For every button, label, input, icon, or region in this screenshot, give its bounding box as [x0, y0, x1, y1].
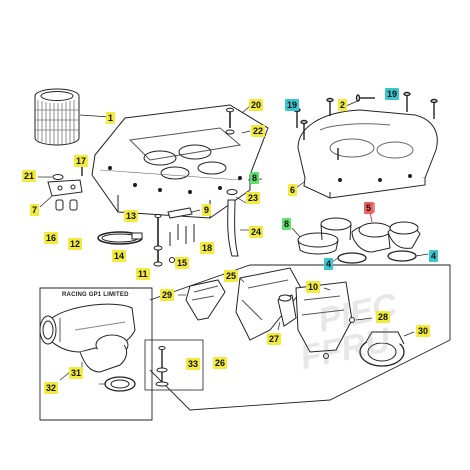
callout-1: 1	[106, 112, 116, 124]
callout-14: 14	[112, 250, 127, 262]
callout-30: 30	[416, 325, 431, 337]
racing-intake-assembly	[39, 303, 136, 392]
callout-8b: 8	[282, 218, 292, 230]
callout-13: 13	[124, 210, 139, 222]
duct-part-27	[277, 294, 297, 331]
callout-26: 26	[213, 357, 228, 369]
callout-15: 15	[175, 257, 190, 269]
callout-22: 22	[251, 125, 266, 137]
center-bolts	[153, 207, 201, 267]
callout-12: 12	[68, 238, 83, 250]
callout-8a: 8	[250, 172, 260, 184]
callout-7: 7	[30, 204, 40, 216]
callout-2: 2	[338, 99, 348, 111]
hose-clamp	[97, 231, 143, 245]
leader-lines	[235, 99, 429, 263]
racing-cone-part-30	[359, 331, 415, 367]
inset-title: RACING GP1 LIMITED	[62, 292, 129, 298]
duct-part-25	[235, 267, 303, 341]
callout-28: 28	[376, 311, 391, 323]
callout-21: 21	[22, 170, 37, 182]
airbox-base-tray	[91, 104, 269, 219]
callout-5: 5	[364, 202, 374, 214]
lower-kit-frame	[149, 264, 451, 411]
callout-32: 32	[44, 382, 59, 394]
callout-20: 20	[249, 99, 264, 111]
duct-part-29	[178, 279, 226, 321]
callout-31: 31	[69, 367, 84, 379]
callout-33: 33	[186, 358, 201, 370]
callout-19b: 19	[385, 88, 400, 100]
callout-10: 10	[306, 281, 321, 293]
airbox-cover	[297, 109, 438, 199]
callout-4b: 4	[429, 250, 439, 262]
callout-9: 9	[202, 204, 212, 216]
callout-23: 23	[246, 192, 261, 204]
callout-27: 27	[267, 333, 282, 345]
left-fasteners	[38, 159, 86, 211]
callout-17: 17	[74, 155, 89, 167]
callout-29: 29	[160, 289, 175, 301]
callout-24: 24	[249, 226, 264, 238]
callout-11: 11	[136, 268, 150, 280]
air-filter-cylinder	[34, 88, 111, 146]
callout-18: 18	[200, 242, 215, 254]
callout-25: 25	[224, 270, 239, 282]
callout-6: 6	[288, 184, 298, 196]
intake-horns	[297, 202, 421, 264]
callout-4a: 4	[324, 258, 334, 270]
duct-part-10	[295, 281, 373, 359]
stud-box-part-33	[144, 339, 204, 391]
callout-19a: 19	[285, 99, 300, 111]
inset-frame	[39, 287, 153, 421]
callout-16: 16	[44, 232, 59, 244]
bolt-and-breather-tube	[225, 107, 250, 257]
